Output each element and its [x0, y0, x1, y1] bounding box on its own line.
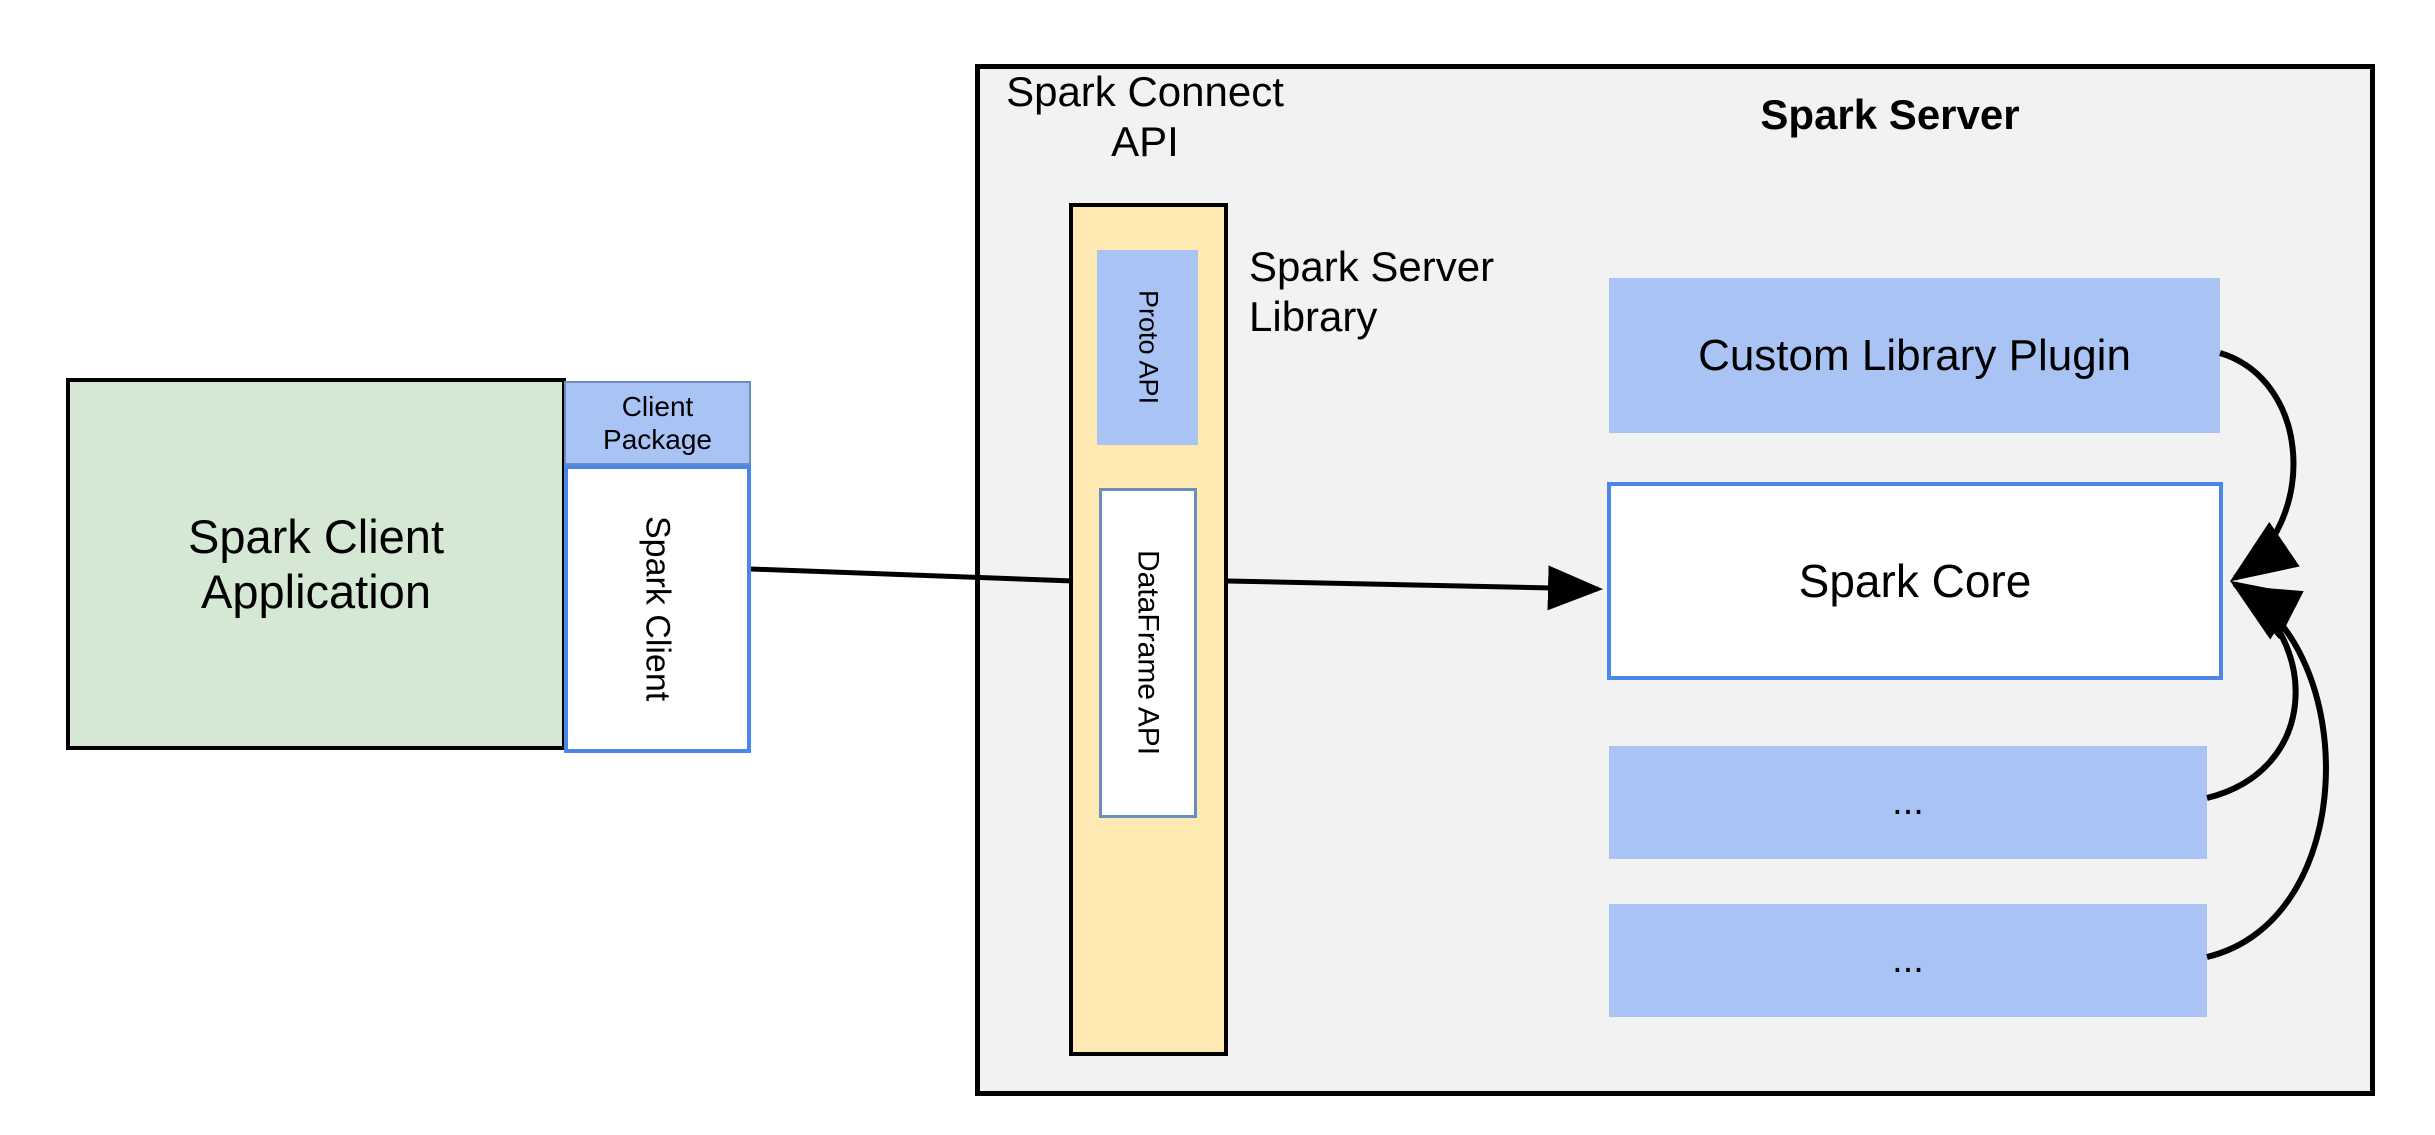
ellipsis-box-two[interactable]: ...	[1609, 904, 2207, 1017]
spark-core-label: Spark Core	[1798, 554, 2032, 607]
spark-client-application-box[interactable]: Spark Client Application	[66, 378, 566, 750]
spark-connect-api-label: Spark Connect API	[1006, 68, 1284, 166]
spark-server-library-label: Spark Server Library	[1249, 243, 1495, 341]
spark-client-label: Spark Client	[638, 516, 677, 702]
spark-core-box[interactable]: Spark Core	[1607, 482, 2223, 680]
proto-api-label: Proto API	[1133, 290, 1164, 405]
proto-api-box[interactable]: Proto API	[1097, 250, 1198, 445]
client-package-label: Client Package	[603, 390, 712, 455]
dataframe-api-label: DataFrame API	[1131, 550, 1165, 756]
client-package-box[interactable]: Client Package	[564, 381, 751, 465]
spark-client-application-label: Spark Client Application	[188, 509, 444, 618]
ellipsis-box-one[interactable]: ...	[1609, 746, 2207, 859]
ellipsis-two-label: ...	[1892, 939, 1924, 982]
custom-library-plugin-label: Custom Library Plugin	[1698, 330, 2131, 380]
ellipsis-one-label: ...	[1892, 781, 1924, 824]
dataframe-api-box[interactable]: DataFrame API	[1099, 488, 1197, 818]
spark-server-title-label: Spark Server	[1760, 91, 2020, 138]
spark-client-box[interactable]: Spark Client	[564, 465, 751, 753]
custom-library-plugin-box[interactable]: Custom Library Plugin	[1609, 278, 2220, 433]
